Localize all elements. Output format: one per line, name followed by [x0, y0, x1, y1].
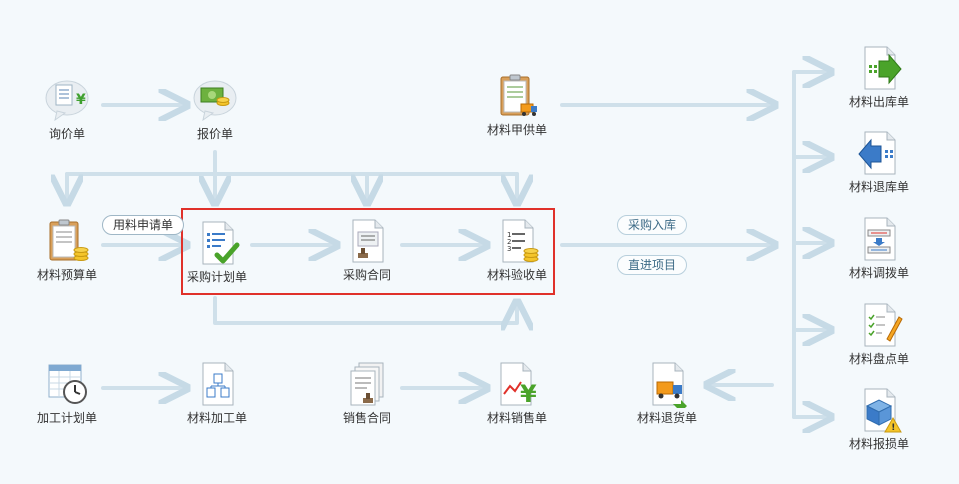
node-acceptance[interactable]: 1 2 3 材料验收单 — [472, 217, 562, 283]
outbound-icon — [864, 46, 902, 90]
svg-text:3: 3 — [507, 245, 511, 253]
processing-plan-label: 加工计划单 — [36, 411, 97, 425]
purchase-plan-label: 采购计划单 — [186, 270, 247, 284]
node-inventory[interactable]: 材料盘点单 — [834, 301, 924, 367]
inventory-label: 材料盘点单 — [848, 352, 909, 366]
processing-icon — [202, 362, 234, 406]
svg-text:¥: ¥ — [520, 380, 537, 408]
scrap-icon: ! — [864, 388, 902, 433]
scrap-label: 材料报损单 — [848, 437, 909, 451]
quotation-label: 报价单 — [196, 127, 233, 141]
svg-text:2: 2 — [507, 238, 511, 246]
sales-contract-label: 销售合同 — [342, 411, 391, 425]
purchase-plan-icon — [202, 221, 240, 265]
processing-plan-icon — [48, 364, 87, 404]
node-purchase-plan[interactable]: 采购计划单 — [172, 219, 262, 285]
node-return-goods[interactable]: 材料退货单 — [622, 360, 712, 426]
svg-text:¥: ¥ — [76, 92, 86, 108]
inquiry-label: 询价单 — [48, 127, 85, 141]
purchase-in-tag[interactable]: 采购入库 — [617, 215, 688, 235]
processing-label: 材料加工单 — [186, 411, 247, 425]
node-outbound[interactable]: 材料出库单 — [834, 44, 924, 110]
node-quotation[interactable]: 报价单 — [170, 76, 260, 142]
sales-label: 材料销售单 — [486, 411, 547, 425]
svg-text:1: 1 — [507, 231, 511, 239]
return-goods-icon — [652, 362, 687, 408]
budget-icon — [49, 219, 89, 261]
node-sales[interactable]: ¥ 材料销售单 — [472, 360, 562, 426]
return-stock-label: 材料退库单 — [848, 180, 909, 194]
transfer-label: 材料调拨单 — [848, 266, 909, 280]
sales-contract-icon — [350, 362, 384, 406]
supplied-icon — [500, 74, 537, 116]
return-goods-label: 材料退货单 — [636, 411, 697, 425]
acceptance-label: 材料验收单 — [486, 268, 547, 282]
inquiry-icon: ¥ — [45, 80, 89, 122]
node-transfer[interactable]: 材料调拨单 — [834, 215, 924, 281]
purchase-contract-icon — [352, 219, 384, 263]
node-purchase-contract[interactable]: 采购合同 — [322, 217, 412, 283]
arrow-plan-bypass — [213, 296, 517, 323]
node-budget[interactable]: 材料预算单 — [22, 217, 112, 283]
outbound-label: 材料出库单 — [848, 95, 909, 109]
node-scrap[interactable]: ! 材料报损单 — [834, 386, 924, 452]
node-sales-contract[interactable]: 销售合同 — [322, 360, 412, 426]
purchase-flow-highlight — [181, 208, 555, 295]
transfer-icon — [864, 217, 896, 261]
sales-icon: ¥ — [500, 362, 537, 408]
acceptance-icon: 1 2 3 — [502, 219, 539, 263]
purchase-contract-label: 采购合同 — [342, 268, 391, 282]
node-return-stock[interactable]: 材料退库单 — [834, 129, 924, 195]
quotation-icon — [193, 80, 237, 122]
svg-text:!: ! — [891, 423, 895, 433]
node-supplied[interactable]: 材料甲供单 — [472, 72, 562, 138]
node-processing[interactable]: 材料加工单 — [172, 360, 262, 426]
return-stock-icon — [858, 131, 896, 175]
node-processing-plan[interactable]: 加工计划单 — [22, 360, 112, 426]
node-inquiry[interactable]: ¥ 询价单 — [22, 76, 112, 142]
requisition-tag[interactable]: 用料申请单 — [102, 215, 185, 235]
inventory-icon — [864, 303, 903, 347]
supplied-label: 材料甲供单 — [486, 123, 547, 137]
budget-label: 材料预算单 — [36, 268, 97, 282]
direct-item-tag[interactable]: 直进项目 — [617, 255, 688, 275]
